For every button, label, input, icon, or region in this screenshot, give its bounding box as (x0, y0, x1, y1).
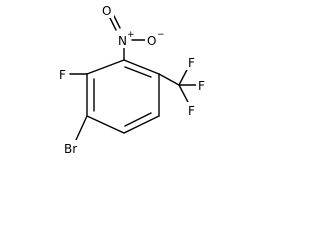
ring-double-bond-inner-lower (124, 112, 152, 127)
atom-charge-nitro-n: + (127, 30, 135, 40)
atom-labels: N + O O − F Br F F F (57, 2, 208, 156)
ring-bond-c1-c2 (86, 59, 125, 75)
atom-label-bromine: Br (64, 142, 77, 156)
atom-charge-nitro-o-right: − (157, 30, 165, 40)
atom-label-cf3-f-top: F (188, 56, 195, 70)
ring-bond-c4-c5 (123, 115, 160, 134)
ring-double-bond-inner-upper (124, 66, 152, 78)
atom-label-cf3-f-right: F (198, 79, 205, 93)
atom-label-fluorine: F (59, 68, 66, 82)
atom-label-nitro-o-top: O (102, 4, 111, 18)
bond-ring-to-bromine (75, 115, 88, 141)
bond-ring-to-cf3-carbon (158, 73, 180, 86)
chemical-structure-diagram: N + O O − F Br F F F (57, 2, 208, 156)
atom-label-nitro-n: N (118, 34, 127, 48)
ring-bond-c3-c4 (86, 115, 125, 134)
bond-n-o-double-1 (109, 17, 117, 31)
ring-bond-c6-c1 (123, 59, 160, 75)
atom-label-nitro-o-right: O (147, 34, 156, 48)
benzene-ring (86, 59, 160, 134)
bond-n-o-double-2 (113, 15, 121, 29)
atom-label-cf3-f-bottom: F (188, 104, 195, 118)
